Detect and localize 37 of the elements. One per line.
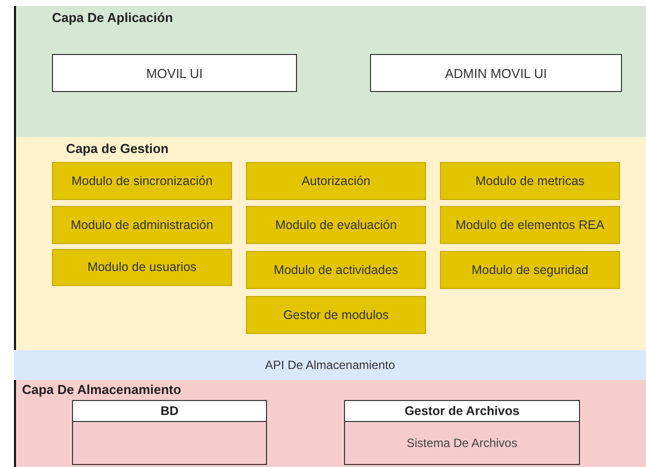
layer-band <box>14 137 646 350</box>
box-label: Modulo de actividades <box>272 262 400 278</box>
box-label: Autorización <box>300 174 372 188</box>
box-label: Gestor de modulos <box>282 308 390 322</box>
layer-title: API De Almacenamiento <box>264 358 396 372</box>
module-box <box>52 162 232 200</box>
module-box <box>440 162 620 200</box>
module-box <box>246 296 426 334</box>
layer-band <box>14 380 646 467</box>
layer-title: Capa De Almacenamiento <box>22 382 182 397</box>
module-box <box>246 251 426 289</box>
table-header: BD <box>73 401 266 422</box>
layer-title: Capa De Aplicación <box>52 10 173 25</box>
box-label: MOVIL UI <box>146 66 203 80</box>
table-header: Gestor de Archivos <box>345 401 579 422</box>
module-box <box>246 162 426 200</box>
module-box <box>246 206 426 244</box>
module-box <box>440 206 620 244</box>
box-label: Modulo de evaluación <box>274 218 398 232</box>
interface-box <box>52 54 297 92</box>
api-band <box>14 350 646 380</box>
module-box <box>52 206 232 244</box>
box-label: Modulo de sincronización <box>70 174 214 188</box>
interface-box <box>370 54 622 92</box>
box-label: Modulo de elementos REA <box>454 218 606 232</box>
storage-table <box>344 400 580 465</box>
box-label: Modulo de administración <box>70 218 214 232</box>
module-box <box>52 249 232 286</box>
box-label: Modulo de metricas <box>474 174 586 188</box>
table-body-text: Sistema De Archivos <box>406 434 518 452</box>
box-label: ADMIN MOVIL UI <box>444 66 548 80</box>
layer-title: Capa de Gestion <box>66 141 169 156</box>
storage-table <box>72 400 267 465</box>
box-label: Modulo de seguridad <box>470 262 590 278</box>
module-box <box>440 251 620 289</box>
layer-band <box>14 6 646 137</box>
box-label: Modulo de usuarios <box>86 260 198 275</box>
